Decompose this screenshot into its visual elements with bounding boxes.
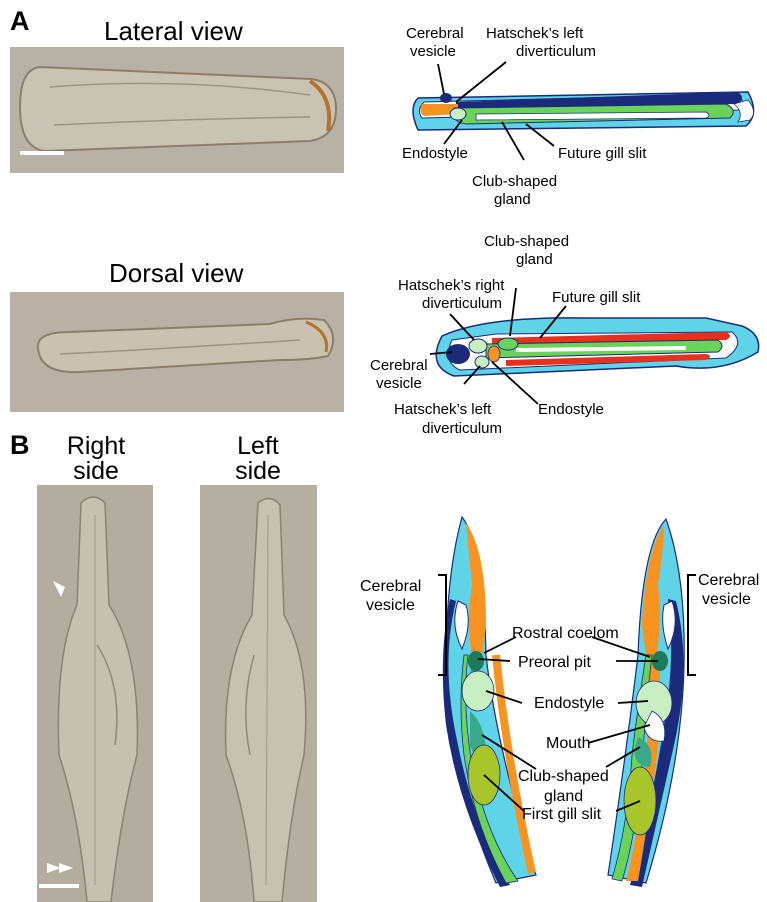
lateral-label-hatschek-left-2: diverticulum — [516, 43, 596, 60]
scale-bar-lateral — [20, 151, 64, 155]
lateral-view-title: Lateral view — [104, 16, 243, 47]
lateral-body — [413, 92, 754, 130]
lateral-schematic: Cerebral vesicle Hatschek’s left diverti… — [346, 18, 767, 218]
right-side-photo — [37, 485, 153, 902]
scale-bar-right — [39, 884, 79, 888]
dorsal-schematic: Club-shaped gland Hatschek’s right diver… — [346, 226, 767, 448]
lateral-label-cerebral-1: Cerebral — [406, 25, 464, 42]
lateral-view-photo — [10, 47, 344, 173]
left-side-photo — [200, 485, 317, 902]
dorsal-label-hatschek-left-2: diverticulum — [422, 420, 502, 437]
left-side-line2: side — [203, 459, 313, 484]
dorsal-label-cerebral-2: vesicle — [376, 375, 422, 392]
b-label-cerebral-left-2: vesicle — [366, 597, 415, 614]
side-schematic: Cerebral vesicle Cerebral vesicle Rostra… — [346, 505, 767, 895]
b-label-endostyle: Endostyle — [534, 695, 604, 712]
left-side-line1: Left — [203, 434, 313, 459]
b-label-preoral-pit: Preoral pit — [518, 654, 591, 671]
right-side-line2: side — [42, 459, 150, 484]
b-label-cerebral-right-2: vesicle — [702, 591, 751, 608]
b-label-club-1: Club-shaped — [518, 768, 609, 785]
dorsal-label-cerebral-1: Cerebral — [370, 357, 428, 374]
panel-letter-b: B — [10, 430, 30, 461]
dorsal-label-hatschek-right-1: Hatschek’s right — [398, 277, 505, 294]
right-side-line1: Right — [42, 434, 150, 459]
dorsal-body — [436, 318, 758, 376]
dorsal-label-club-2: gland — [516, 251, 553, 268]
b-label-first-gill-slit: First gill slit — [522, 806, 602, 823]
dorsal-label-hatschek-right-2: diverticulum — [422, 295, 502, 312]
panel-letter-a: A — [10, 6, 30, 37]
dorsal-view-photo — [10, 292, 344, 412]
lateral-label-club-2: gland — [494, 191, 531, 208]
lateral-label-club-1: Club-shaped — [472, 173, 557, 190]
dorsal-label-hatschek-left-1: Hatschek’s left — [394, 401, 492, 418]
lateral-label-hatschek-left-1: Hatschek’s left — [486, 25, 584, 42]
dorsal-label-club-1: Club-shaped — [484, 233, 569, 250]
b-label-mouth: Mouth — [546, 735, 590, 752]
left-side-title: Left side — [203, 434, 313, 484]
dorsal-label-future-gill-slit: Future gill slit — [552, 289, 641, 306]
b-label-cerebral-right-1: Cerebral — [698, 572, 759, 589]
lateral-label-endostyle: Endostyle — [402, 145, 468, 162]
b-label-cerebral-left-1: Cerebral — [360, 578, 421, 595]
dorsal-view-title: Dorsal view — [109, 258, 243, 289]
right-side-larva — [443, 517, 536, 887]
b-label-club-2: gland — [544, 788, 583, 805]
right-side-title: Right side — [42, 434, 150, 484]
lateral-label-cerebral-2: vesicle — [410, 43, 456, 60]
bracket-cerebral-right — [688, 575, 696, 675]
lateral-label-future-gill-slit: Future gill slit — [558, 145, 647, 162]
dorsal-label-endostyle: Endostyle — [538, 401, 604, 418]
b-label-rostral-coelom: Rostral coelom — [512, 625, 619, 642]
